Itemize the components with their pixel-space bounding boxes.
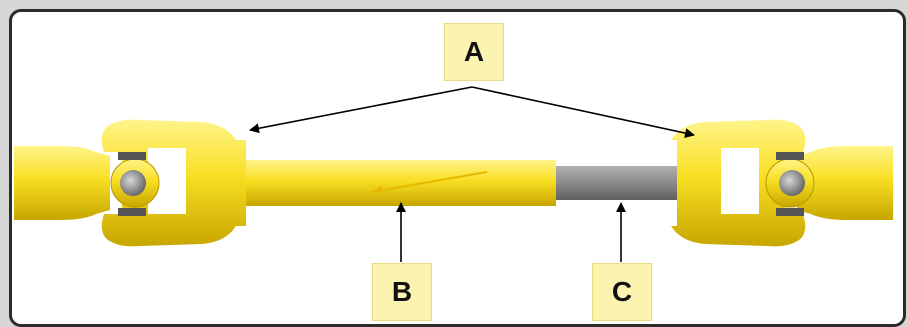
label-b-text: B xyxy=(391,276,413,307)
label-a: A xyxy=(444,23,504,81)
left-bolt-icon xyxy=(120,170,146,196)
label-c-text: C xyxy=(611,276,633,307)
right-bolt-icon xyxy=(779,170,805,196)
pointer-a-left xyxy=(249,86,473,134)
left-universal-joint xyxy=(14,119,246,247)
right-universal-joint xyxy=(671,119,893,247)
label-c: C xyxy=(592,263,652,321)
label-a-text: A xyxy=(463,36,485,67)
tube-direction-arrow xyxy=(371,171,488,193)
outer-tube-b xyxy=(246,160,556,206)
label-b: B xyxy=(372,263,432,321)
pointer-a-right xyxy=(471,86,695,138)
inner-shaft-c xyxy=(553,166,677,200)
